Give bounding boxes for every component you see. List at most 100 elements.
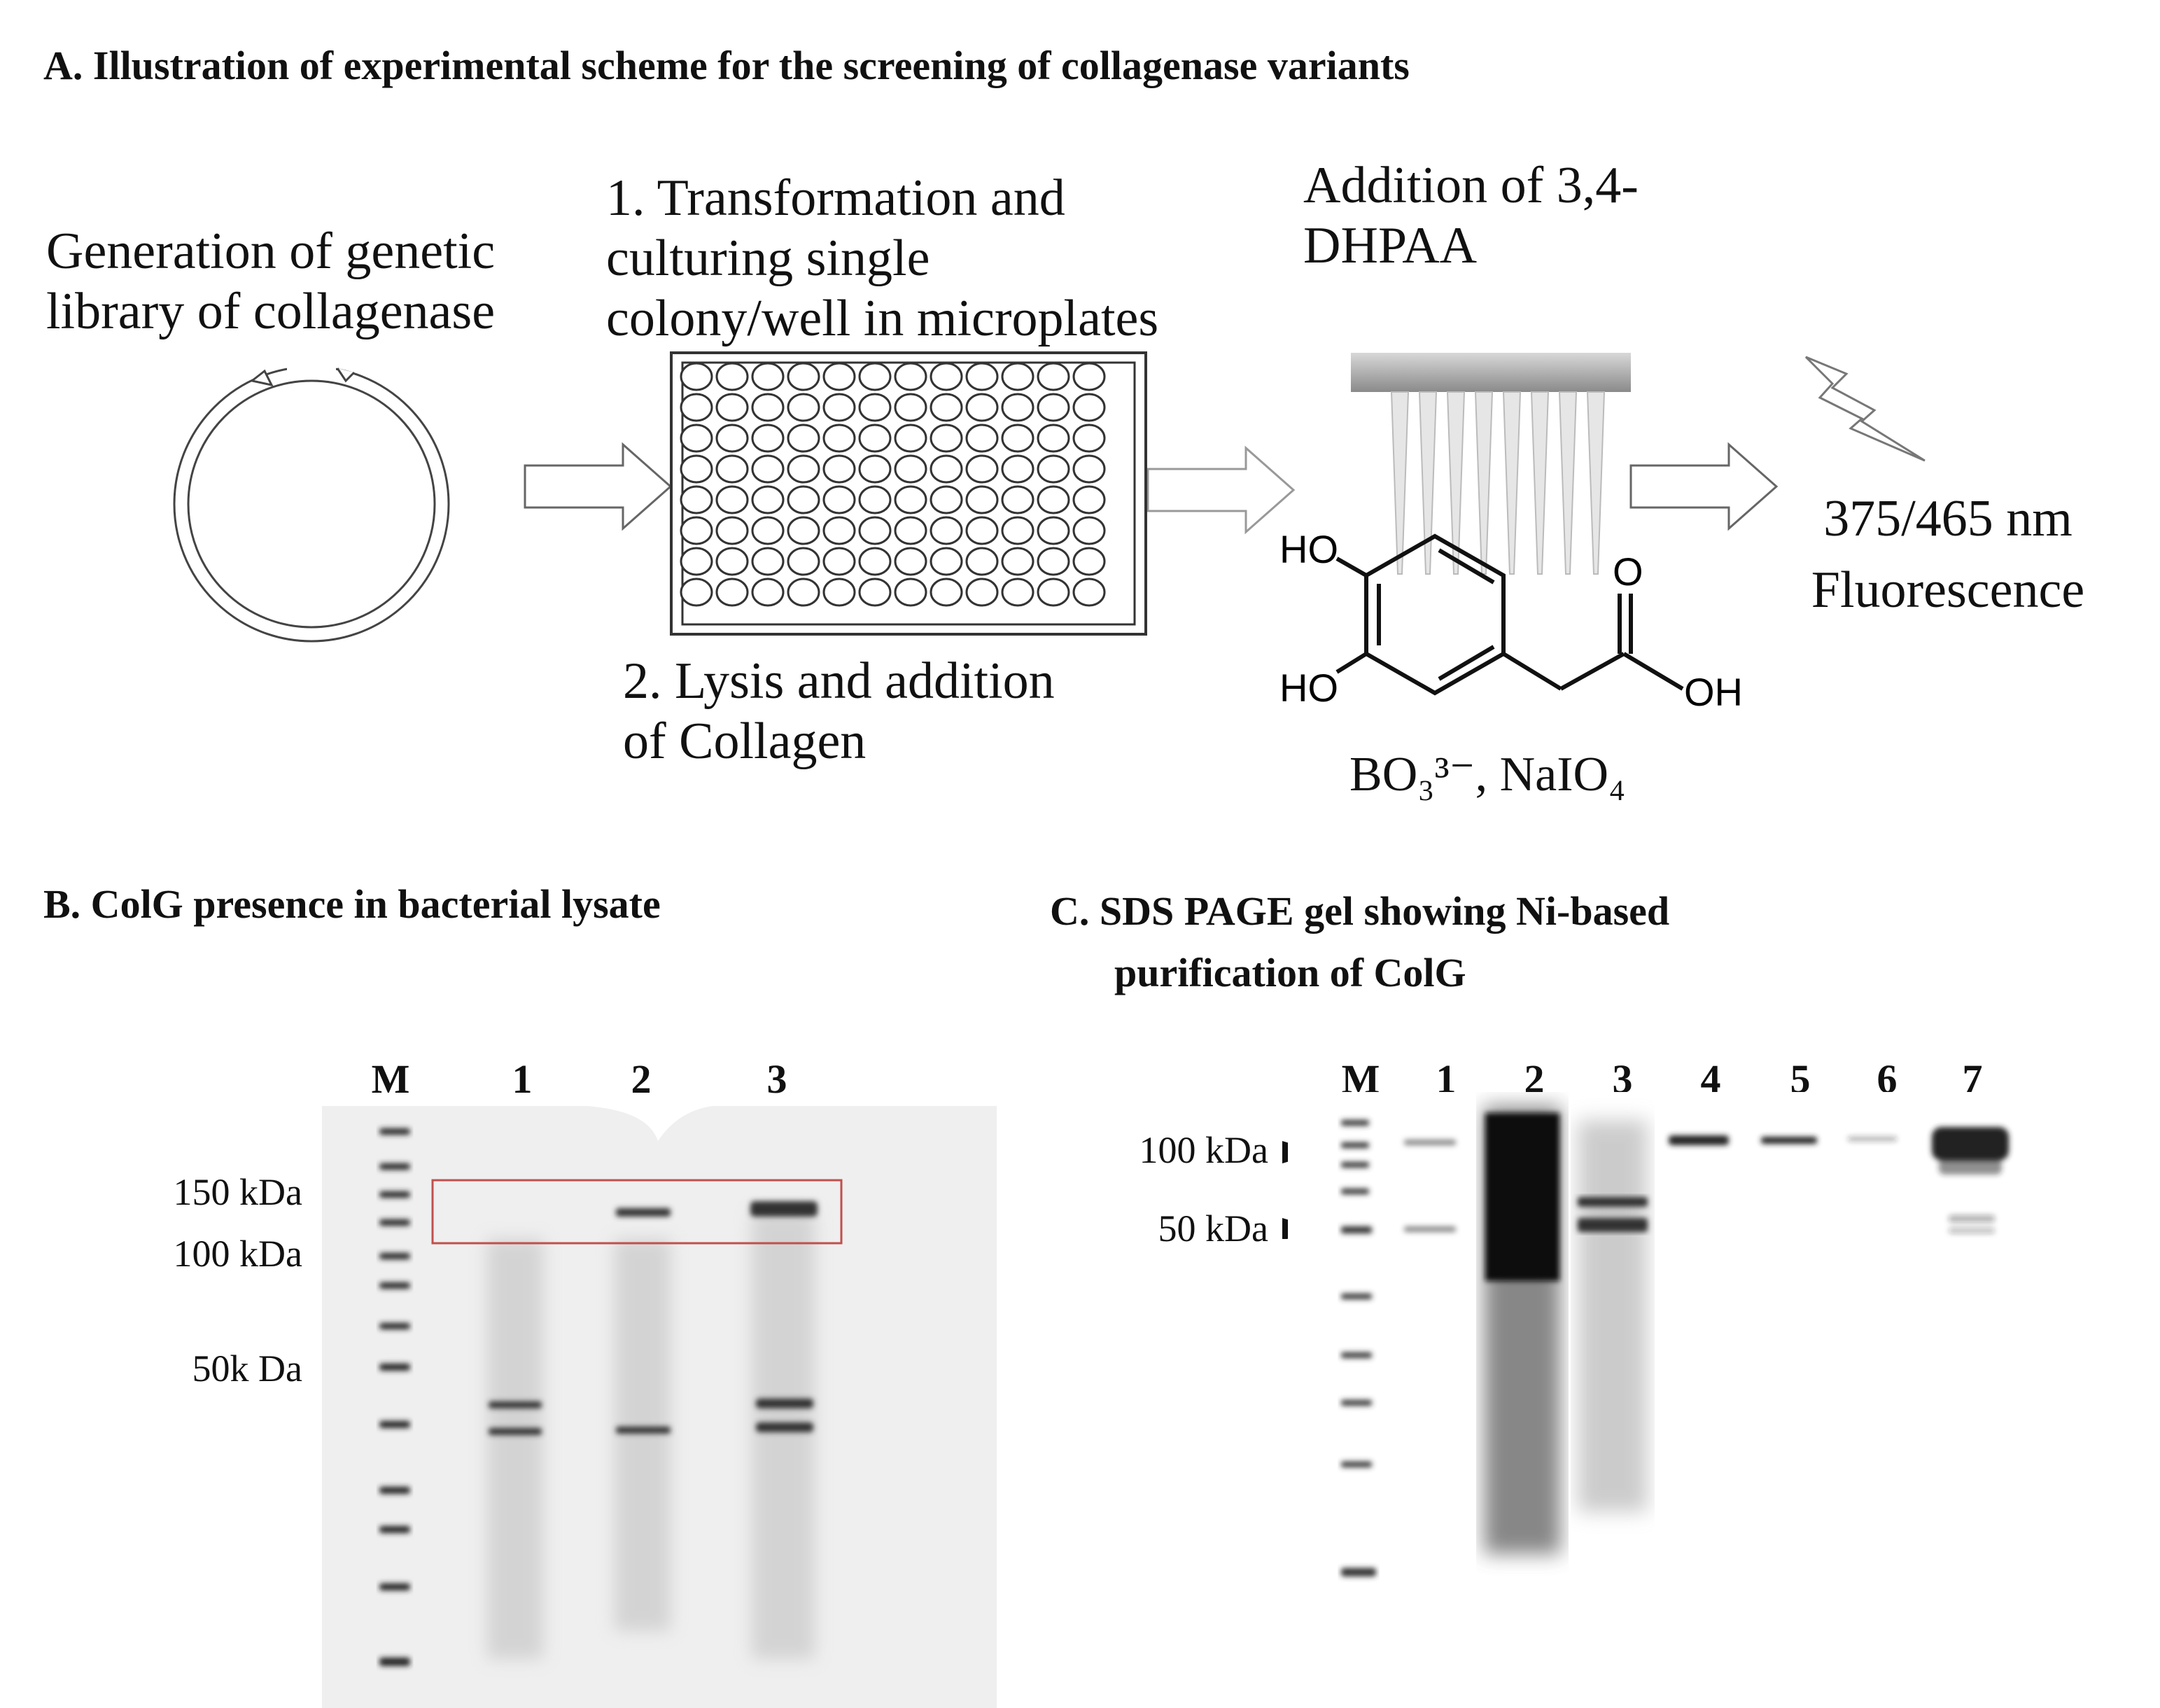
plate-well bbox=[1001, 485, 1035, 514]
gel-b-lane-1: 1 bbox=[512, 1056, 533, 1102]
plate-well bbox=[787, 547, 820, 576]
plate-well bbox=[930, 362, 963, 391]
plate-well bbox=[965, 578, 999, 607]
lightning-icon bbox=[1804, 356, 1926, 462]
plate-well bbox=[930, 547, 963, 576]
fluorescence-line2: Fluorescence bbox=[1811, 561, 2085, 619]
plate-well bbox=[1072, 393, 1106, 422]
microplate-icon bbox=[670, 351, 1147, 636]
plate-well bbox=[787, 578, 820, 607]
plate-well bbox=[894, 485, 927, 514]
plate-well bbox=[715, 362, 749, 391]
plate-well bbox=[930, 454, 963, 484]
plate-well bbox=[1072, 485, 1106, 514]
library-step-line2: library of collagenase bbox=[46, 283, 496, 340]
pipette-tip bbox=[1446, 391, 1466, 575]
plate-well bbox=[715, 485, 749, 514]
plate-well bbox=[858, 454, 892, 484]
plate-well bbox=[858, 393, 892, 422]
gel-b-marker-150: 150 kDa bbox=[173, 1171, 302, 1213]
pipette-tip bbox=[1586, 391, 1606, 575]
plate-well bbox=[1001, 454, 1035, 484]
plate-well bbox=[1001, 578, 1035, 607]
addition-line2: DHPAA bbox=[1303, 217, 1478, 274]
plate-well bbox=[894, 424, 927, 453]
plate-well bbox=[715, 578, 749, 607]
plate-well bbox=[787, 516, 820, 545]
gel-b-marker-100: 100 kDa bbox=[173, 1233, 302, 1275]
plate-well bbox=[787, 485, 820, 514]
arrow-icon-1 bbox=[524, 442, 673, 531]
plate-well bbox=[930, 485, 963, 514]
gel-b-lane-2: 2 bbox=[631, 1056, 652, 1102]
plate-well bbox=[965, 485, 999, 514]
plate-well bbox=[715, 393, 749, 422]
gel-b-marker-50: 50k Da bbox=[192, 1348, 302, 1390]
pipette-tip bbox=[1474, 391, 1494, 575]
plate-well bbox=[715, 424, 749, 453]
gel-c-image bbox=[1288, 1092, 2058, 1638]
plate-well bbox=[894, 578, 927, 607]
plate-well bbox=[965, 362, 999, 391]
addition-label: Addition of 3,4- DHPAA bbox=[1303, 155, 1639, 276]
gel-c-marker-100: 100 kDa bbox=[1139, 1129, 1268, 1171]
chem-ho-top: HO bbox=[1279, 527, 1338, 571]
plate-well bbox=[680, 424, 713, 453]
plate-well bbox=[751, 393, 785, 422]
plate-well bbox=[1037, 362, 1070, 391]
plate-well bbox=[1001, 516, 1035, 545]
plate-well bbox=[822, 485, 856, 514]
plate-well bbox=[787, 424, 820, 453]
plate-well bbox=[822, 424, 856, 453]
plasmid-icon bbox=[173, 362, 450, 643]
plate-well bbox=[858, 547, 892, 576]
plate-well bbox=[894, 516, 927, 545]
plate-well bbox=[1001, 362, 1035, 391]
plate-well bbox=[1037, 424, 1070, 453]
plate-well bbox=[751, 516, 785, 545]
gel-b-highlight-box bbox=[431, 1179, 843, 1245]
plate-well bbox=[894, 547, 927, 576]
plate-well bbox=[1037, 454, 1070, 484]
plate-well bbox=[822, 578, 856, 607]
plate-well bbox=[751, 485, 785, 514]
plate-well bbox=[680, 454, 713, 484]
plate-well bbox=[965, 516, 999, 545]
plate-well bbox=[680, 362, 713, 391]
plate-well bbox=[1037, 516, 1070, 545]
plate-well bbox=[751, 547, 785, 576]
step2-label: 2. Lysis and addition of Collagen bbox=[623, 651, 1055, 771]
panel-c-title: C. SDS PAGE gel showing Ni-based purific… bbox=[1050, 881, 1669, 1004]
plate-well bbox=[715, 516, 749, 545]
plate-well bbox=[1001, 424, 1035, 453]
plate-well bbox=[858, 578, 892, 607]
plate-well bbox=[858, 424, 892, 453]
pipette-tip bbox=[1390, 391, 1410, 575]
panel-b-title: B. ColG presence in bacterial lysate bbox=[43, 881, 661, 927]
step2-line2: of Collagen bbox=[623, 713, 867, 770]
panel-a-title: A. Illustration of experimental scheme f… bbox=[43, 43, 1410, 88]
plate-well bbox=[680, 516, 713, 545]
plate-well bbox=[930, 578, 963, 607]
plate-well bbox=[822, 547, 856, 576]
plate-well bbox=[822, 362, 856, 391]
plate-well bbox=[680, 393, 713, 422]
plate-well bbox=[751, 424, 785, 453]
plate-well bbox=[1037, 393, 1070, 422]
plate-well bbox=[751, 362, 785, 391]
arrow-icon-2 bbox=[1146, 445, 1296, 535]
dhpaa-structure-icon: HO HO O OH bbox=[1279, 527, 1743, 714]
plate-well bbox=[787, 454, 820, 484]
plate-well bbox=[1037, 578, 1070, 607]
panel-c-title-line2: purification of ColG bbox=[1114, 950, 1466, 995]
chem-ho-bottom: HO bbox=[1279, 666, 1338, 710]
plate-well bbox=[1072, 516, 1106, 545]
gel-c-marker-50: 50 kDa bbox=[1158, 1208, 1268, 1250]
plate-well bbox=[751, 454, 785, 484]
plate-well bbox=[1001, 393, 1035, 422]
plate-well bbox=[930, 424, 963, 453]
plate-well bbox=[1072, 424, 1106, 453]
plate-well bbox=[930, 516, 963, 545]
step1-line2: culturing single bbox=[606, 230, 930, 287]
plate-well bbox=[1037, 547, 1070, 576]
